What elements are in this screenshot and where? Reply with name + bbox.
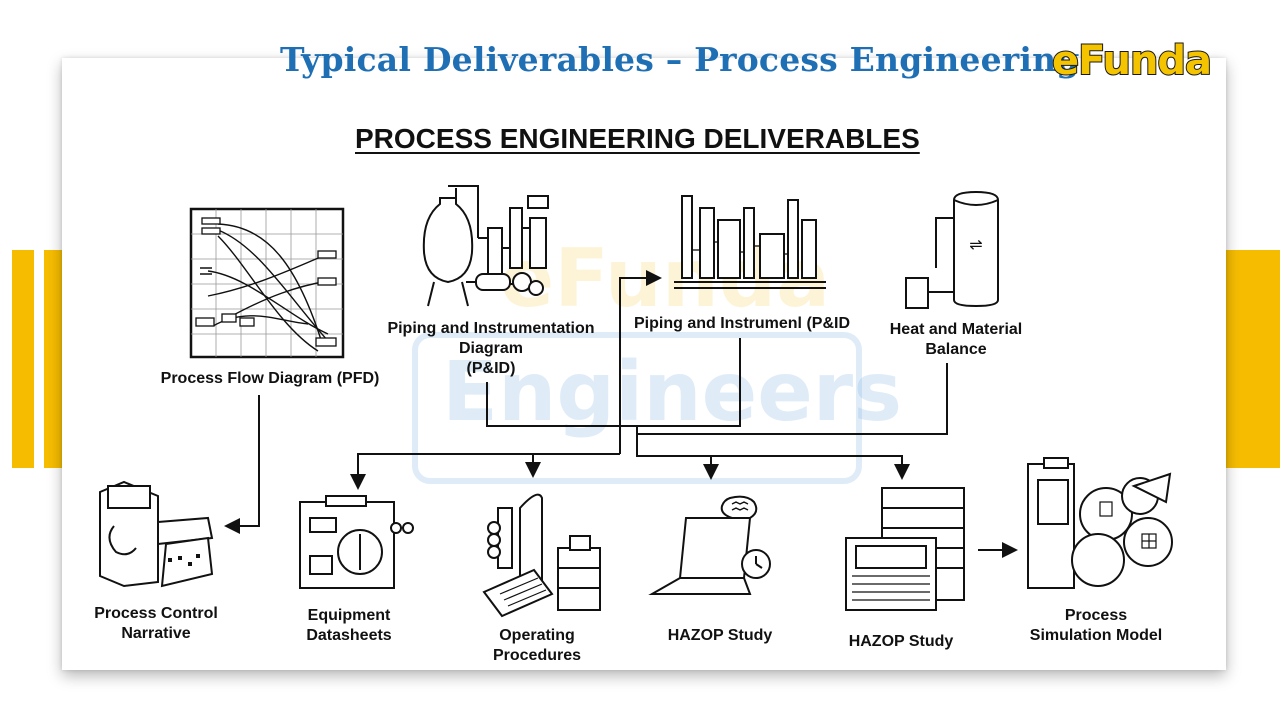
equipment-datasheet-icon	[299, 495, 414, 589]
control-panel-icon	[99, 480, 214, 588]
pid-vessel-icon	[422, 185, 549, 307]
hazop1-label: HAZOP Study	[667, 627, 773, 644]
opp-label: Operating Procedures	[492, 627, 582, 664]
eqd-label: Equipment Datasheets	[306, 607, 392, 644]
sim-label: Process Simulation Model	[1029, 607, 1163, 644]
operating-procedures-icon	[482, 493, 601, 618]
efunda-logo: eFunda	[1051, 37, 1213, 85]
accent-bar-right	[1226, 250, 1280, 468]
hazop-laptop-icon	[648, 495, 771, 595]
pfd-drawing-icon	[189, 207, 345, 359]
watermark-frame	[412, 332, 862, 484]
slide-title: Typical Deliverables – Process Engineeri…	[280, 40, 1080, 79]
pfd-label: Process Flow Diagram (PFD)	[160, 370, 380, 387]
pid2-label: Piping and Instrumenl (P&ID	[633, 315, 850, 332]
accent-bar-left-outer	[12, 250, 34, 468]
diagram-heading: PROCESS ENGINEERING DELIVERABLES	[355, 123, 920, 154]
heat-material-balance-icon: ⇌	[905, 190, 999, 309]
hmb-label: Heat and Material Balance	[889, 321, 1023, 358]
watermark-engineers: Engineers	[442, 345, 903, 440]
hazop-building-icon	[845, 487, 965, 611]
hazop2-label: HAZOP Study	[848, 633, 954, 650]
pcn-label: Process Control Narrative	[94, 605, 218, 642]
simulation-model-icon	[1027, 457, 1173, 589]
accent-bar-left-inner	[44, 250, 62, 468]
svg-text:⇌: ⇌	[969, 235, 982, 254]
pid-label: Piping and Instrumentation Diagram (P&ID…	[387, 320, 595, 377]
pid-plant-icon	[674, 195, 826, 289]
